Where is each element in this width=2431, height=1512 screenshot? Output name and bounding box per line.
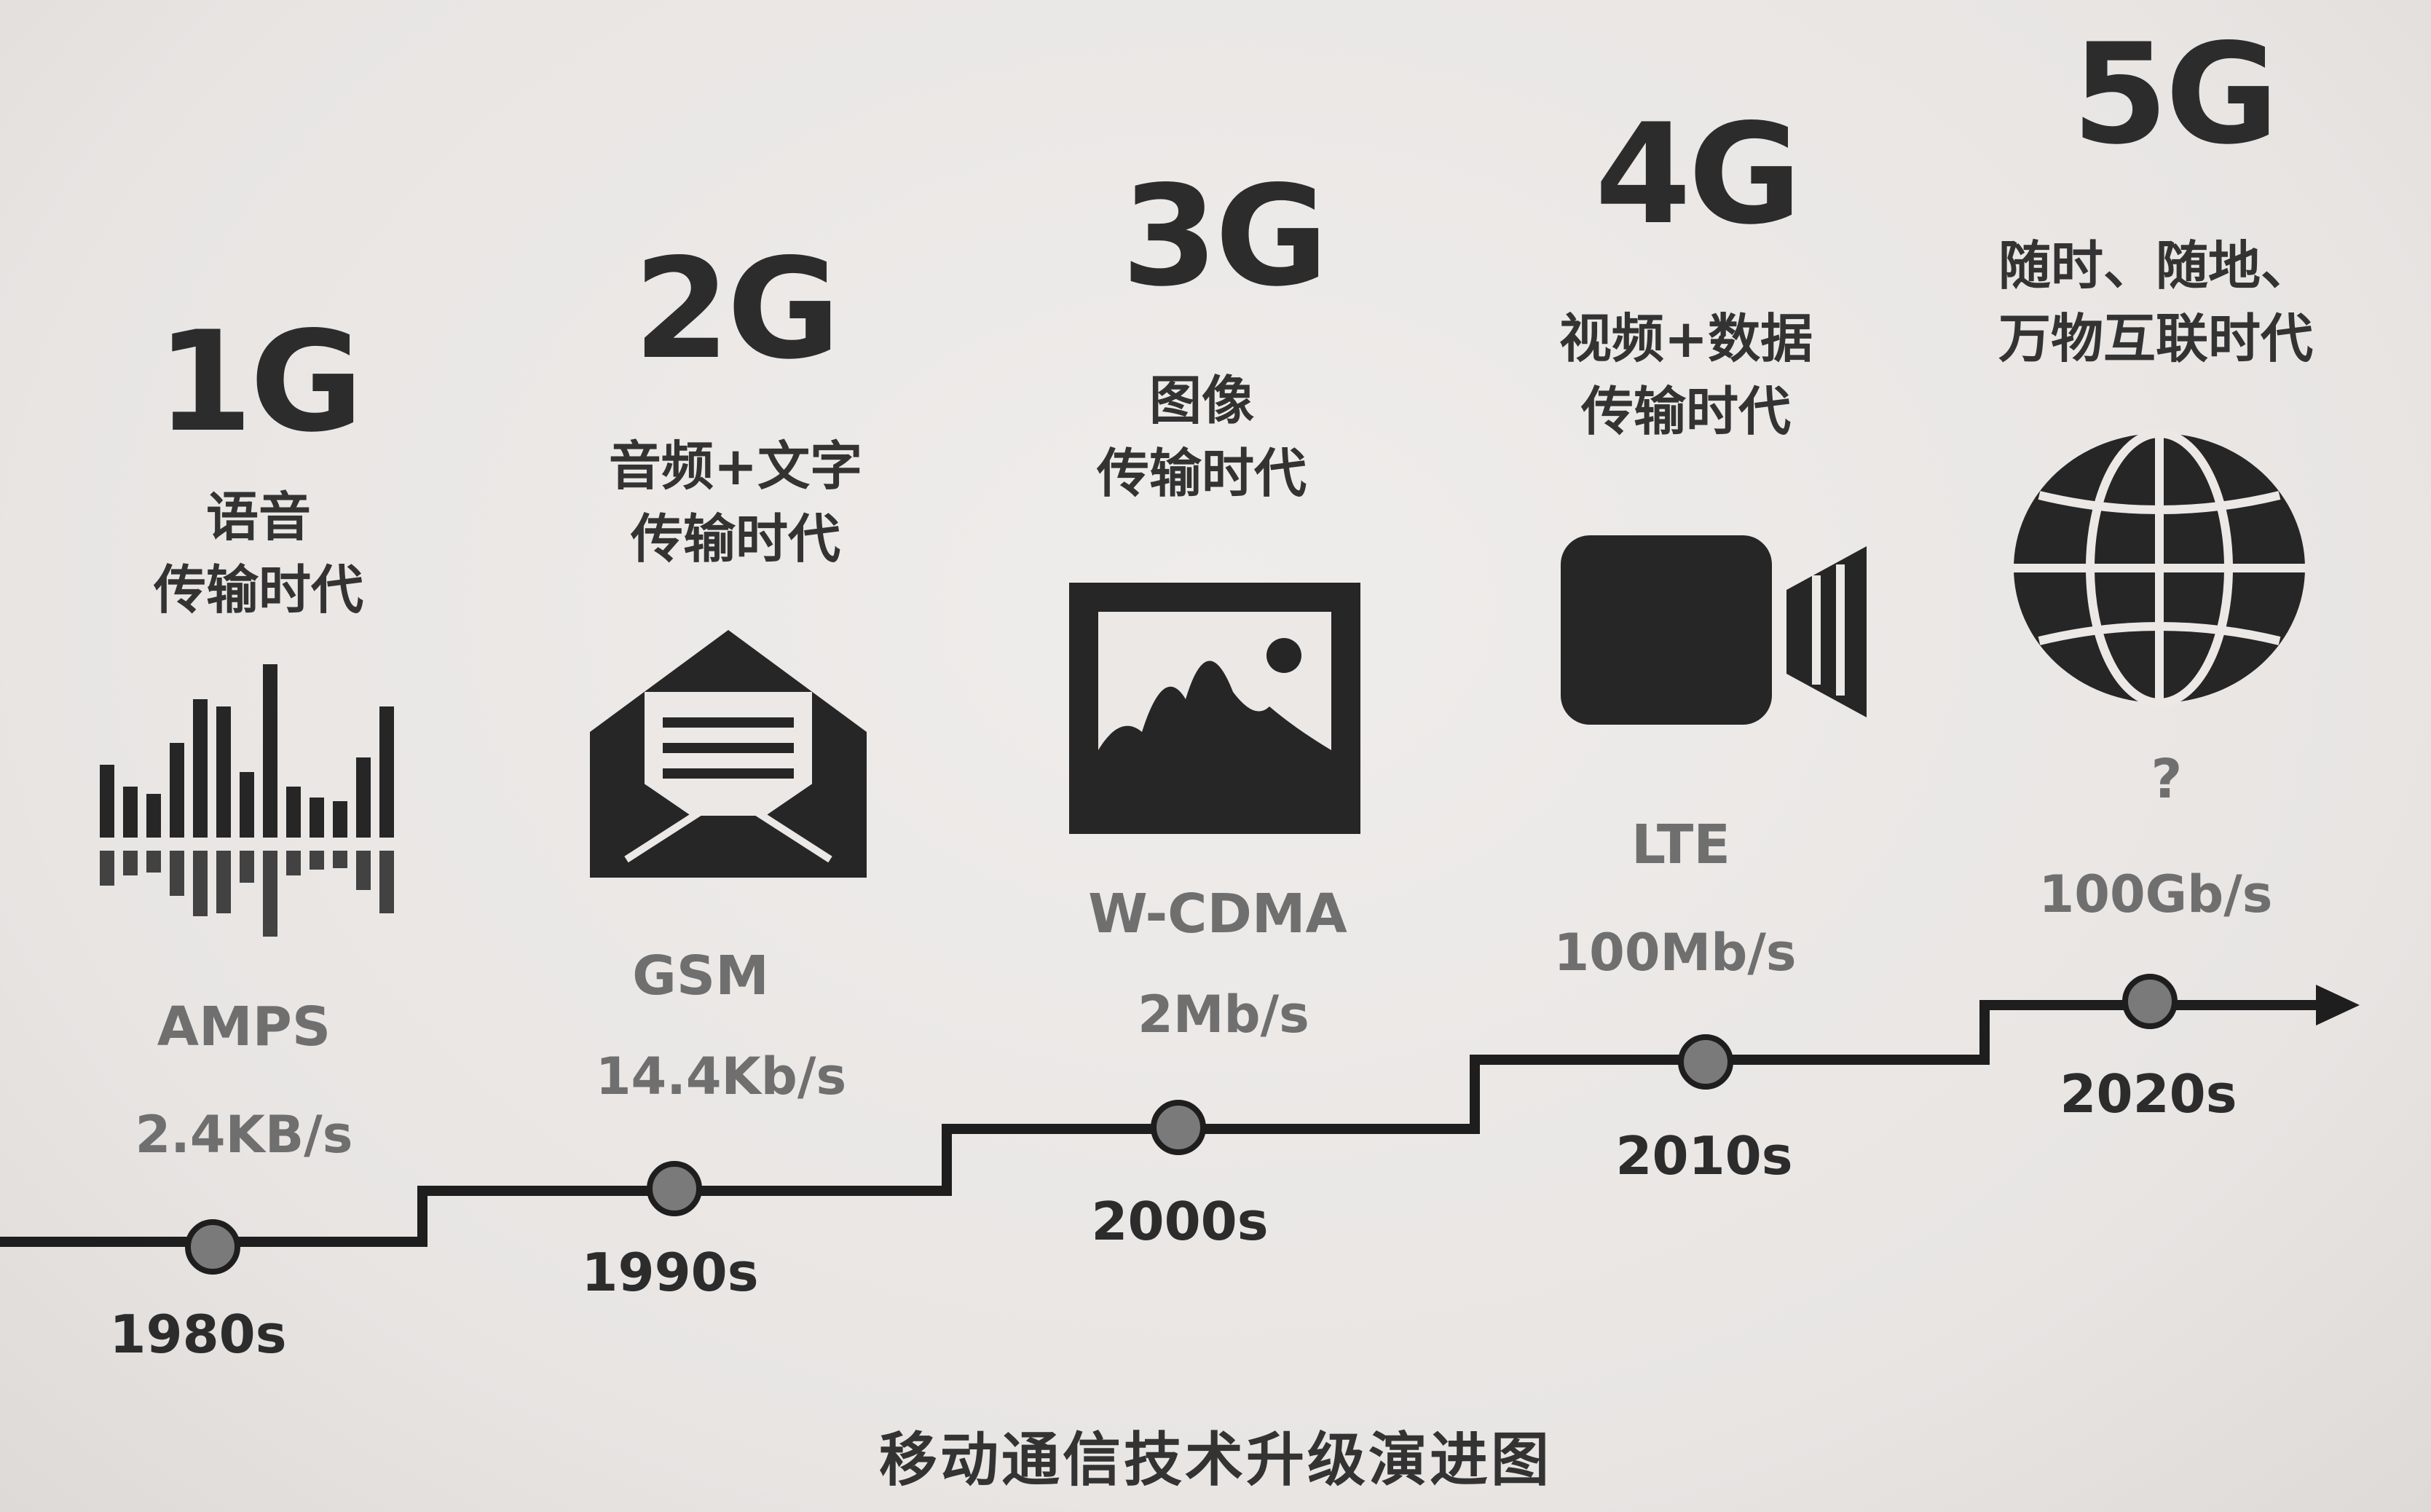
gen-label-2g: 2G [633, 229, 840, 390]
audio-waveform-icon [100, 664, 394, 937]
era-line: 随时、随地、 [1998, 235, 2314, 296]
tech-4g: LTE [1631, 814, 1730, 876]
era-line: 图像 [1148, 370, 1255, 431]
year-2010s: 2010s [1615, 1125, 1793, 1186]
era-line: 万物互联时代 [1998, 308, 2314, 369]
timeline-arrow-icon [2316, 985, 2360, 1025]
tech-2g: GSM [632, 945, 769, 1007]
image-picture-icon [1069, 583, 1360, 834]
node-1990s [647, 1161, 702, 1216]
gen-label-5g: 5G [2071, 14, 2279, 175]
figure-caption: 移动通信技术升级演进图 [879, 1426, 1552, 1494]
gen-label-1g: 1G [156, 302, 363, 462]
node-1980s [185, 1219, 240, 1275]
tech-1g: AMPS [157, 996, 331, 1058]
year-2000s: 2000s [1091, 1191, 1269, 1252]
era-line: 传输时代 [630, 508, 840, 570]
era-line: 传输时代 [1096, 443, 1307, 504]
year-1990s: 1990s [581, 1242, 759, 1303]
node-2020s [2122, 974, 2178, 1029]
speed-5g: 100Gb/s [2038, 865, 2273, 924]
era-line: 音频+文字 [608, 436, 863, 497]
year-1980s: 1980s [109, 1304, 287, 1365]
era-line: 视频+数据 [1559, 308, 1813, 369]
era-1g: 语音 传输时代 [154, 481, 363, 626]
node-2010s [1678, 1034, 1733, 1090]
year-2020s: 2020s [2060, 1063, 2237, 1125]
timeline-nodes [185, 974, 2178, 1275]
node-2000s [1151, 1100, 1206, 1155]
tech-3g: W-CDMA [1088, 883, 1347, 945]
era-line: 传输时代 [1580, 381, 1791, 442]
speed-1g: 2.4KB/s [135, 1105, 353, 1165]
speed-3g: 2Mb/s [1138, 985, 1309, 1044]
envelope-letter-icon [590, 630, 867, 878]
era-5g: 随时、随地、 万物互联时代 [1998, 229, 2313, 375]
gen-label-3g: 3G [1121, 156, 1328, 317]
era-line: 传输时代 [153, 559, 364, 621]
globe-icon [2014, 430, 2305, 706]
video-camera-icon [1561, 535, 1867, 725]
speed-4g: 100Mb/s [1553, 923, 1797, 983]
tech-5g: ? [2151, 748, 2183, 811]
gen-label-4g: 4G [1594, 94, 1802, 255]
era-3g: 图像 传输时代 [1097, 364, 1307, 510]
speed-2g: 14.4Kb/s [595, 1047, 847, 1106]
era-2g: 音频+文字 传输时代 [609, 430, 862, 575]
era-line: 语音 [205, 487, 312, 548]
era-4g: 视频+数据 传输时代 [1559, 302, 1813, 448]
timeline-line [0, 1000, 2330, 1247]
